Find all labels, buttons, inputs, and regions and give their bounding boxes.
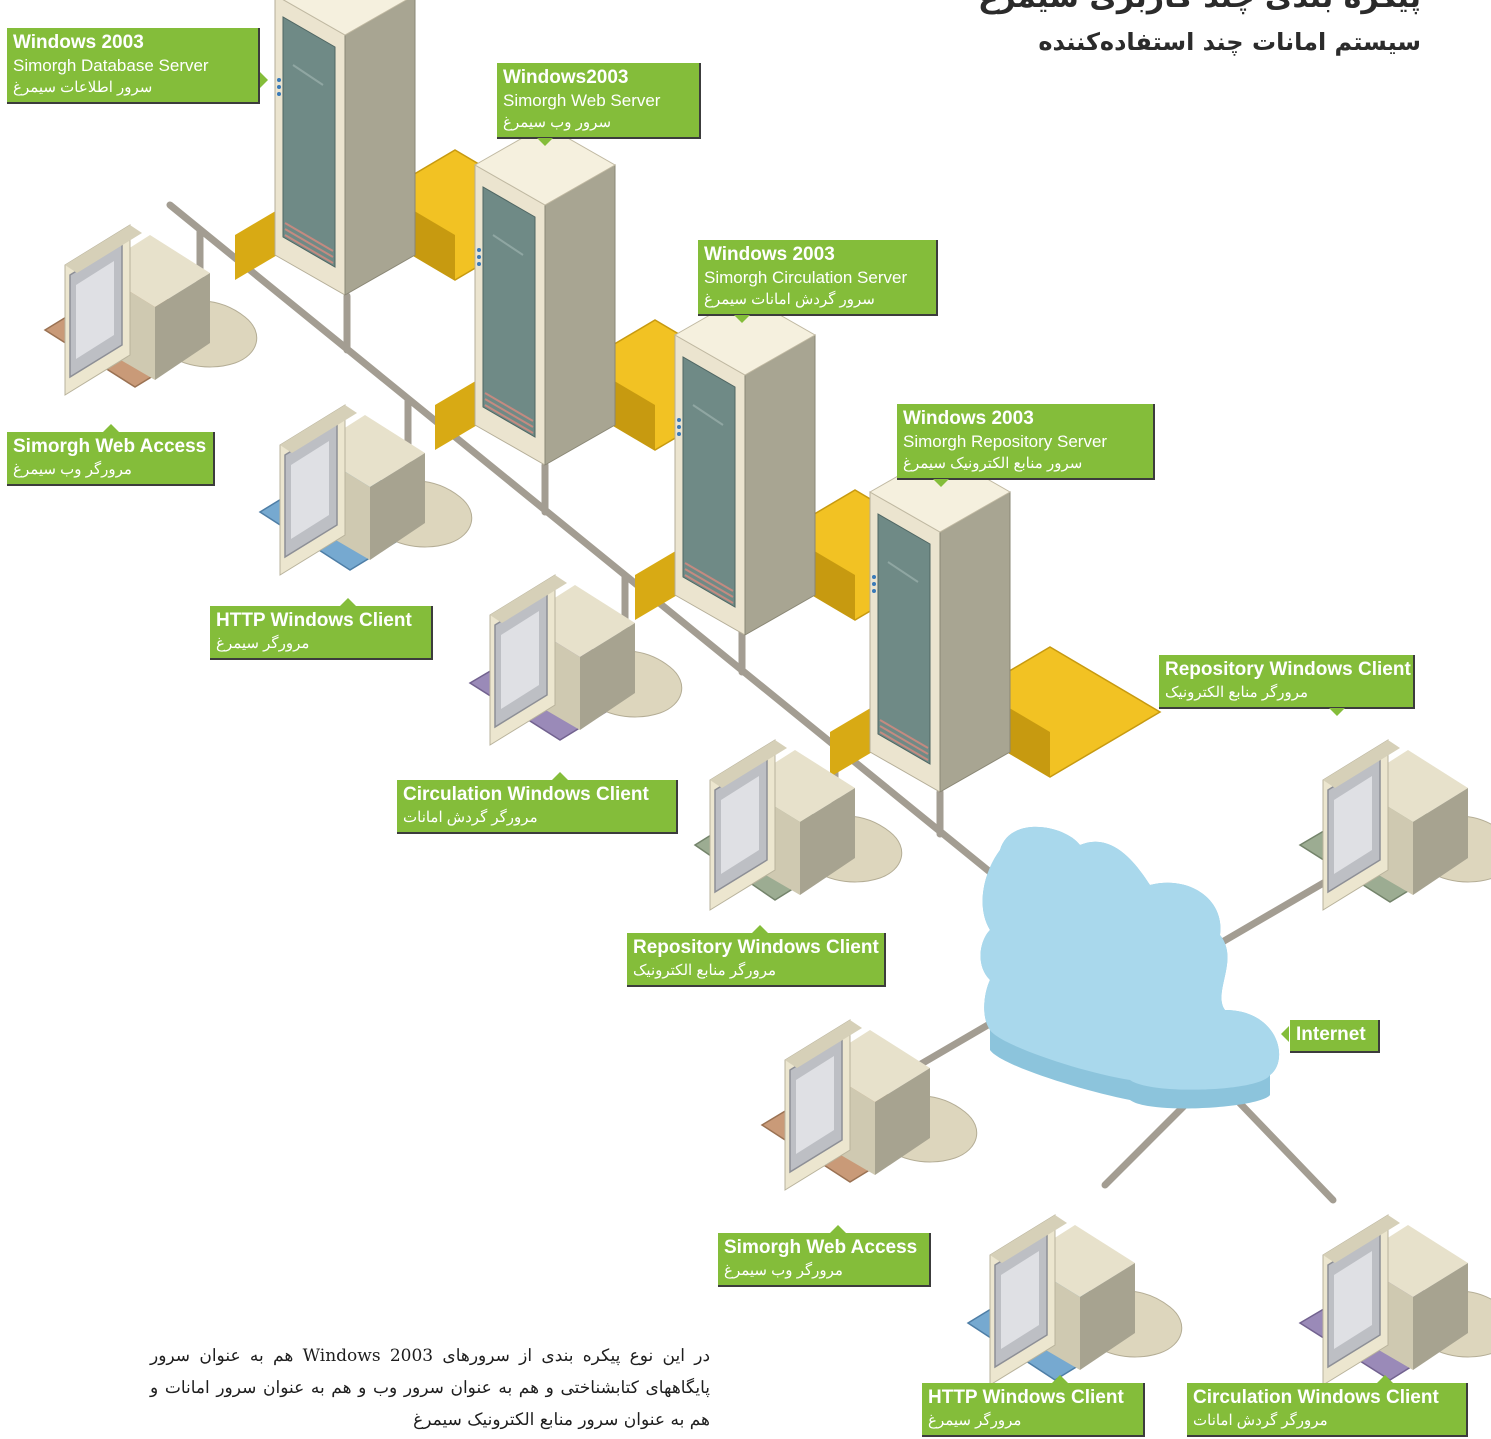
repository-client-monitor-icon <box>709 739 903 911</box>
label-pointer <box>260 72 268 88</box>
local-http-client-label: HTTP Windows Client مرورگر سیمرغ <box>210 598 433 660</box>
client-name-fa: مرورگر منابع الکترونیک <box>1165 684 1309 701</box>
client-name: HTTP Windows Client <box>216 610 412 631</box>
label-pointer <box>1329 708 1345 716</box>
client-name: Simorgh Web Access <box>13 436 207 457</box>
client-name: Repository Windows Client <box>633 937 879 958</box>
label-pointer <box>1052 1375 1068 1383</box>
local-web-access-label: Simorgh Web Access مرورگر وب سیمرغ <box>7 424 215 486</box>
remote-circulation-client-label: Circulation Windows Client مرورگر گردش ا… <box>1187 1375 1468 1437</box>
internet-cloud-icon <box>980 826 1280 1109</box>
local-repository-client-label: Repository Windows Client مرورگر منابع ا… <box>627 925 886 987</box>
client-name-fa: مرورگر منابع الکترونیک <box>633 962 777 979</box>
circulation-server-label: Windows 2003 Simorgh Circulation Server … <box>698 240 938 323</box>
description-paragraph: در این نوع پیکره بندی از سرورهای Windows… <box>150 1346 711 1430</box>
server-name-fa: سرور وب سیمرغ <box>503 114 612 131</box>
server-name-fa: سرور اطلاعات سیمرغ <box>13 79 153 96</box>
client-name: Circulation Windows Client <box>1193 1387 1439 1408</box>
repository-server-label: Windows 2003 Simorgh Repository Server س… <box>897 404 1155 487</box>
database-server-label: Windows 2003 Simorgh Database Server سرو… <box>7 28 268 104</box>
client-name-fa: مرورگر گردش امانات <box>1193 1412 1328 1429</box>
server-name: Simorgh Circulation Server <box>704 268 908 287</box>
client-name: Simorgh Web Access <box>724 1237 918 1258</box>
web-server-label: Windows2003 Simorgh Web Server سرور وب س… <box>497 63 701 146</box>
client-name-fa: مرورگر گردش امانات <box>403 809 538 826</box>
server-name: Simorgh Web Server <box>503 91 661 110</box>
label-pointer <box>552 772 568 780</box>
server-name-fa: سرور منابع الکترونیک سیمرغ <box>903 455 1083 472</box>
client-name: Circulation Windows Client <box>403 784 649 805</box>
label-pointer <box>752 925 768 933</box>
client-name-fa: مرورگر وب سیمرغ <box>724 1262 843 1279</box>
client-name-fa: مرورگر سیمرغ <box>928 1412 1022 1429</box>
repository-server-icon <box>829 451 1161 793</box>
client-name: Repository Windows Client <box>1165 659 1411 680</box>
label-pointer <box>1281 1026 1289 1042</box>
remote-circulation-monitor-icon <box>1322 1214 1491 1386</box>
label-pointer <box>734 315 750 323</box>
label-pointer <box>830 1225 846 1233</box>
local-circulation-client-label: Circulation Windows Client مرورگر گردش ا… <box>397 772 678 834</box>
server-name: Simorgh Database Server <box>13 56 209 75</box>
remote-repository-monitor-icon <box>1322 739 1491 911</box>
label-pointer <box>340 598 356 606</box>
server-os: Windows 2003 <box>704 244 835 265</box>
server-name: Simorgh Repository Server <box>903 432 1108 451</box>
label-pointer <box>1377 1375 1393 1383</box>
page-title: پیکره بندی چند کاربری سیمرغ <box>978 0 1421 15</box>
server-os: Windows 2003 <box>903 408 1034 429</box>
client-name: HTTP Windows Client <box>928 1387 1124 1408</box>
server-os: Windows 2003 <box>13 32 144 53</box>
client-name-fa: مرورگر وب سیمرغ <box>13 461 132 478</box>
remote-http-monitor-icon <box>989 1214 1183 1386</box>
page-subtitle: سیستم امانات چند استفاده‌کننده <box>1038 28 1421 56</box>
label-pointer <box>537 138 553 146</box>
remote-repository-client-label: Repository Windows Client مرورگر منابع ا… <box>1159 655 1415 716</box>
internet-label: Internet <box>1281 1020 1380 1053</box>
server-os: Windows2003 <box>503 67 629 88</box>
internet-label-text: Internet <box>1296 1024 1366 1045</box>
client-name-fa: مرورگر سیمرغ <box>216 635 310 652</box>
remote-http-client-label: HTTP Windows Client مرورگر سیمرغ <box>922 1375 1145 1437</box>
label-pointer <box>103 424 119 432</box>
label-pointer <box>933 479 949 487</box>
remote-web-access-label: Simorgh Web Access مرورگر وب سیمرغ <box>718 1225 931 1287</box>
server-name-fa: سرور گردش امانات سیمرغ <box>704 291 875 308</box>
